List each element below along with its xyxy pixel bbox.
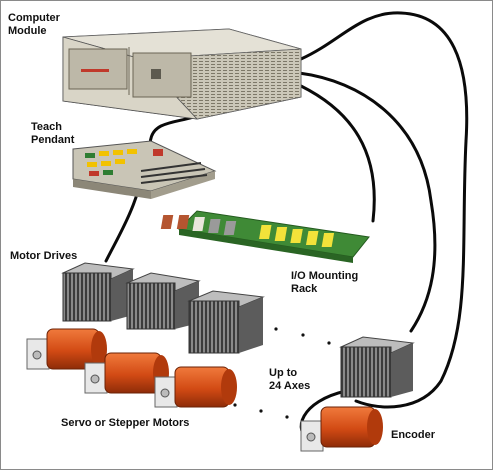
motor-drives-label: Motor Drives <box>10 250 78 262</box>
computer-module-label-line1: Computer <box>8 12 60 24</box>
motor-drive-2 <box>125 272 201 330</box>
computer-module-label-line2: Module <box>8 25 47 37</box>
axes-label-line1: Up to <box>269 367 298 379</box>
motor-1 <box>26 328 107 370</box>
io-rack-label: I/O Mounting Rack <box>291 270 358 296</box>
motor-2 <box>84 352 169 394</box>
motor-3 <box>154 366 237 408</box>
teach-pendant-label: Teach Pendant <box>31 121 74 147</box>
ellipsis-dots <box>233 327 331 419</box>
teach-pendant-label-line1: Teach <box>31 121 62 133</box>
computer-module-graphic <box>62 28 302 120</box>
axes-label: Up to 24 Axes <box>269 367 310 393</box>
encoder-label: Encoder <box>391 429 436 441</box>
cables <box>104 11 469 443</box>
motor-drive-3 <box>187 290 265 354</box>
cable-computer-to-drives <box>297 71 437 333</box>
io-rack-label-line2: Rack <box>291 283 318 295</box>
cable-computer-to-encoder <box>299 11 469 409</box>
teach-pendant-label-line2: Pendant <box>31 134 75 146</box>
teach-pendant-graphic <box>72 140 217 199</box>
servo-motors-label: Servo or Stepper Motors <box>61 417 190 429</box>
computer-module-label: Computer Module <box>8 12 60 38</box>
io-rack-graphic <box>160 210 370 263</box>
cable-computer-to-rack <box>299 84 376 223</box>
axes-label-line2: 24 Axes <box>269 380 311 392</box>
motor-encoder <box>300 406 383 452</box>
io-rack-label-line1: I/O Mounting <box>291 270 359 282</box>
motor-drive-4 <box>339 336 415 398</box>
motors-graphic <box>26 328 383 452</box>
motor-drives-graphic <box>61 262 415 398</box>
motor-drive-1 <box>61 262 135 322</box>
